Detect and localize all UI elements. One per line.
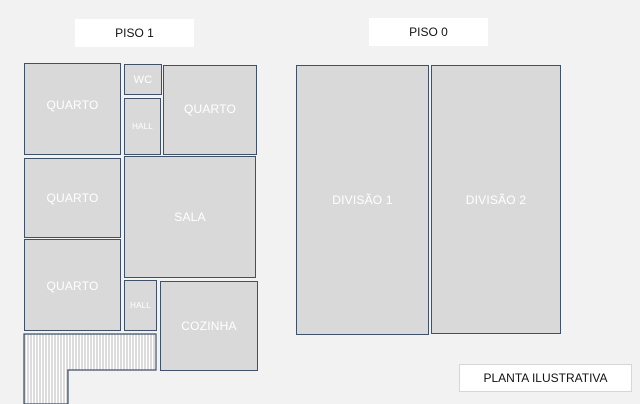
room-label: DIVISÃO 2 — [465, 192, 527, 207]
room-quarto-bottom-left: QUARTO — [24, 239, 121, 331]
room-divisao-1: DIVISÃO 1 — [296, 65, 429, 335]
room-label: WC — [133, 73, 153, 86]
room-quarto-top-left: QUARTO — [24, 63, 121, 155]
room-label: QUARTO — [46, 279, 99, 293]
room-divisao-2: DIVISÃO 2 — [431, 65, 561, 334]
room-label: DIVISÃO 1 — [332, 193, 393, 207]
room-label: HALL — [130, 301, 151, 310]
room-label: QUARTO — [183, 102, 237, 116]
room-quarto-top-right: QUARTO — [163, 65, 257, 155]
illustrative-plan-caption: PLANTA ILUSTRATIVA — [459, 364, 632, 392]
room-label: COZINHA — [181, 319, 237, 333]
caption-text: PLANTA ILUSTRATIVA — [483, 371, 608, 385]
room-wc: WC — [124, 64, 162, 95]
floor-1-title-text: PISO 1 — [115, 26, 154, 40]
floor-0-title: PISO 0 — [369, 18, 488, 46]
room-hall-upper: HALL — [124, 98, 161, 155]
room-hall-lower: HALL — [124, 280, 157, 331]
room-label: HALL — [132, 122, 153, 131]
room-quarto-mid-left: QUARTO — [24, 158, 121, 238]
room-label: SALA — [174, 210, 206, 224]
stairs-shape — [23, 333, 157, 404]
floor-0-title-text: PISO 0 — [409, 25, 448, 39]
room-sala: SALA — [124, 156, 256, 278]
room-cozinha: COZINHA — [160, 281, 258, 371]
room-label: QUARTO — [46, 98, 99, 112]
floor-1-title: PISO 1 — [75, 19, 194, 47]
room-label: QUARTO — [46, 191, 99, 205]
